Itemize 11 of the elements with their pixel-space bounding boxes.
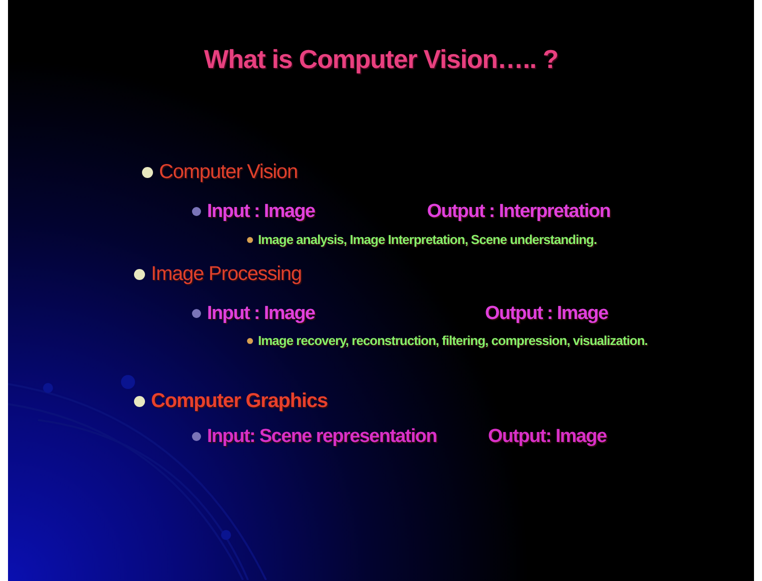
bullet-text: Input : Image (207, 302, 316, 326)
bullet-text: Output: Image (488, 425, 608, 449)
bullet-text: Input : Image (207, 200, 316, 224)
bullet-heading: Image Processing (151, 262, 302, 287)
bullet-text: Output : Interpretation (427, 200, 612, 224)
bullet-heading: Computer Graphics (151, 389, 328, 414)
bullet-text: Image recovery, reconstruction, filtering, compression, visualization. (258, 333, 649, 350)
bullet-text: Output : Image (485, 302, 609, 326)
bullet-heading: Computer Vision (159, 160, 298, 185)
bullet-text: Image analysis, Image Interpretation, Scene understanding. (258, 232, 598, 248)
slide-title: What is Computer Vision….. ? (203, 44, 559, 75)
